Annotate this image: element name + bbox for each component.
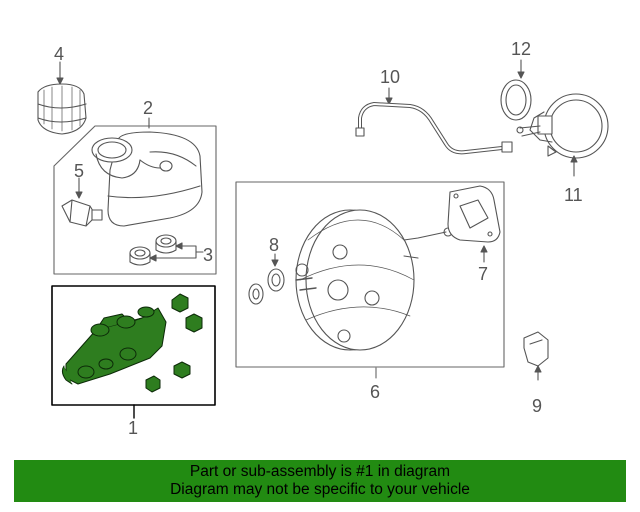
part-3-grommets[interactable] (129, 234, 204, 266)
callout-7: 7 (478, 264, 489, 284)
part-9-sensor[interactable] (523, 331, 549, 381)
callout-6: 6 (370, 382, 381, 402)
callout-10: 10 (380, 67, 401, 87)
part-4-reservoir-cap[interactable] (37, 61, 87, 135)
part-11-vacuum-pump[interactable] (516, 93, 609, 177)
part-7-gasket[interactable] (447, 185, 501, 263)
callout-5: 5 (74, 161, 85, 181)
part-2-group-frame (53, 125, 217, 275)
callout-4: 4 (54, 44, 65, 64)
banner-line-part-number: Part or sub-assembly is #1 in diagram (189, 463, 451, 480)
callout-12: 12 (511, 39, 532, 59)
part-6-brake-booster[interactable] (295, 209, 453, 351)
callout-3: 3 (203, 245, 214, 265)
callout-2: 2 (143, 98, 154, 118)
callout-8: 8 (269, 235, 280, 255)
callout-9: 9 (532, 396, 543, 416)
part-8-seal[interactable] (248, 253, 285, 305)
exploded-parts-diagram (37, 59, 609, 419)
banner-line-disclaimer: Diagram may not be specific to your vehi… (170, 481, 470, 498)
part-1-master-cylinder[interactable] (61, 293, 203, 393)
part-6-group-frame (235, 181, 505, 368)
part-5-level-sensor[interactable] (61, 177, 103, 227)
callout-1: 1 (128, 418, 139, 438)
part-2-reservoir[interactable] (91, 117, 203, 227)
part-10-vacuum-hose[interactable] (355, 87, 513, 155)
info-banner: Part or sub-assembly is #1 in diagram Di… (14, 460, 626, 502)
callout-11: 11 (564, 185, 583, 205)
part-12-seal-ring[interactable] (500, 59, 532, 121)
